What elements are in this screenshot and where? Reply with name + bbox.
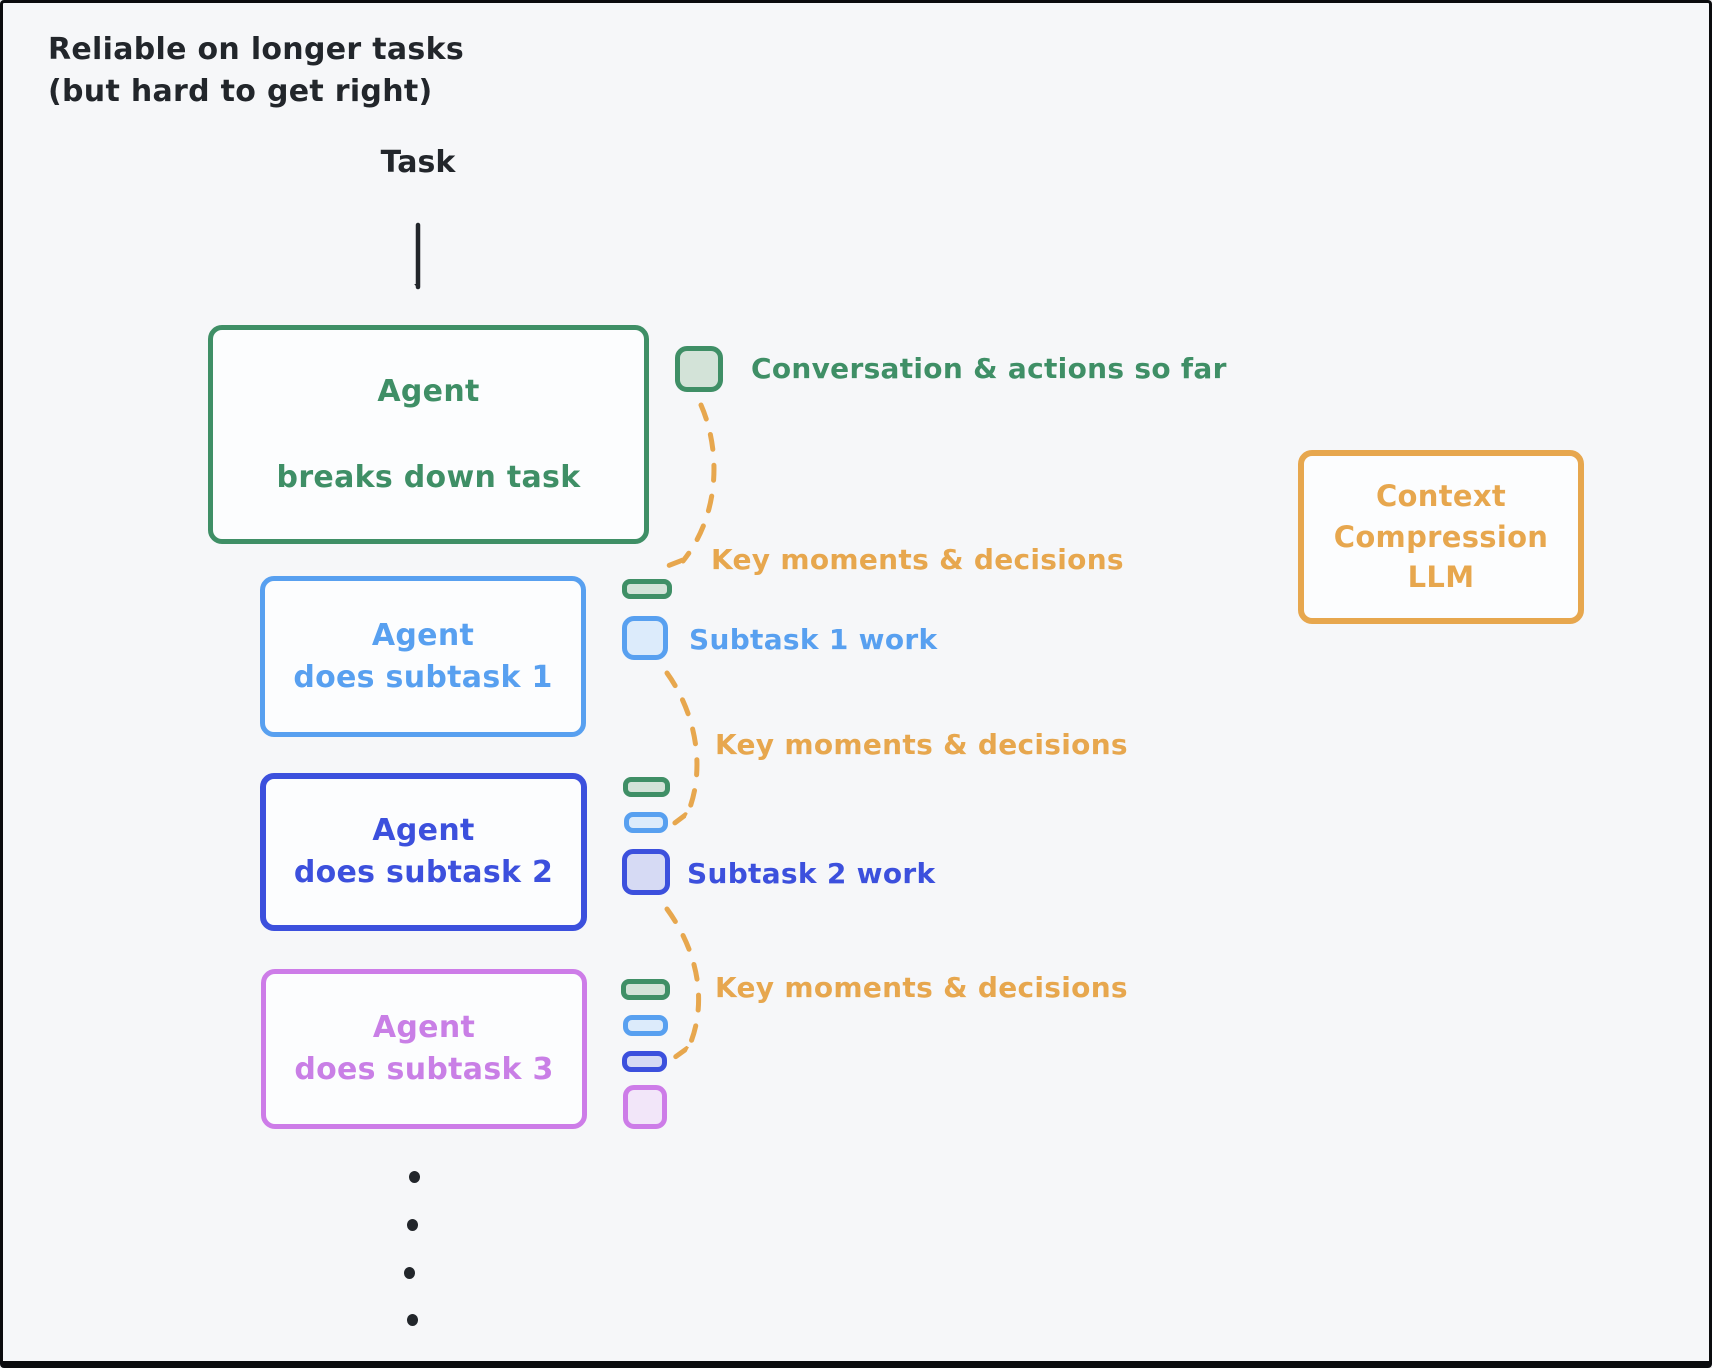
subtask1-work-label: Subtask 1 work bbox=[689, 623, 938, 656]
subtask3-agent-box: Agent does subtask 3 bbox=[261, 969, 587, 1129]
subtask1-agent-name: Agent bbox=[371, 617, 475, 653]
key-moments-label-2: Key moments & decisions bbox=[715, 728, 1128, 761]
context-compression-llm-box: Context Compression LLM bbox=[1298, 450, 1584, 624]
conversation-chip-icon bbox=[675, 346, 723, 392]
page-title-line1: Reliable on longer tasks bbox=[48, 32, 464, 67]
compressed-green-chip-2 bbox=[623, 777, 670, 797]
subtask3-work-chip-icon bbox=[623, 1085, 667, 1129]
subtask2-work-label: Subtask 2 work bbox=[687, 857, 936, 890]
compress-arrow-2 bbox=[664, 670, 700, 815]
page-title: Reliable on longer tasks (but hard to ge… bbox=[48, 29, 464, 113]
planner-agent-box: Agent breaks down task bbox=[208, 325, 649, 544]
subtask1-agent-desc: does subtask 1 bbox=[293, 659, 553, 695]
subtask2-work-chip-icon bbox=[622, 849, 670, 895]
subtask2-agent-name: Agent bbox=[372, 813, 475, 848]
subtask3-agent-desc: does subtask 3 bbox=[294, 1052, 554, 1087]
continuation-dot-2 bbox=[407, 1219, 418, 1231]
compressor-line1: Context bbox=[1375, 479, 1507, 514]
compressed-blue-chip-2 bbox=[623, 1015, 668, 1036]
compressed-indigo-chip-1 bbox=[622, 1051, 667, 1072]
subtask2-agent-desc: does subtask 2 bbox=[293, 855, 554, 890]
compressed-blue-chip-1 bbox=[624, 812, 668, 833]
compress-arrow-3 bbox=[664, 906, 702, 1049]
page-title-line2: (but hard to get right) bbox=[48, 74, 433, 109]
continuation-dot-4 bbox=[407, 1314, 418, 1326]
planner-agent-desc: breaks down task bbox=[276, 459, 581, 495]
planner-agent-name: Agent bbox=[377, 373, 480, 409]
continuation-dot-1 bbox=[409, 1171, 420, 1183]
compressed-green-chip-3 bbox=[621, 979, 670, 1000]
key-moments-label-3: Key moments & decisions bbox=[715, 971, 1128, 1004]
key-moments-label-1: Key moments & decisions bbox=[711, 543, 1124, 576]
compress-arrow-1 bbox=[683, 402, 717, 561]
task-label: Task bbox=[380, 145, 456, 180]
continuation-dot-3 bbox=[404, 1267, 415, 1279]
compressed-green-chip-1 bbox=[622, 579, 672, 599]
compressor-line2: Compression bbox=[1333, 519, 1549, 554]
compressor-line3: LLM bbox=[1407, 560, 1475, 595]
conversation-label: Conversation & actions so far bbox=[751, 352, 1227, 385]
subtask1-work-chip-icon bbox=[622, 616, 668, 660]
subtask3-agent-name: Agent bbox=[372, 1010, 476, 1045]
subtask2-agent-box: Agent does subtask 2 bbox=[260, 773, 587, 931]
subtask1-agent-box: Agent does subtask 1 bbox=[260, 576, 586, 737]
